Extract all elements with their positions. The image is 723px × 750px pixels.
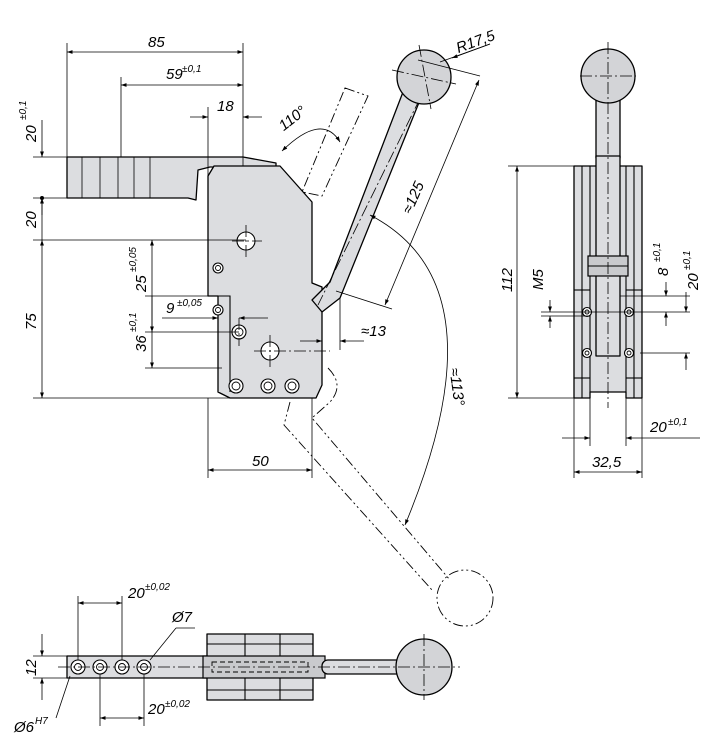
dim-length-mid-tol: ±0,1 (182, 64, 201, 75)
dim-hole-offset: 9 (166, 300, 175, 317)
dim-spacing-mid-tol: ±0,1 (682, 251, 693, 270)
dim-spacing-bottom: 20 (649, 419, 667, 436)
dim-hole-spacing-b: 36 (133, 335, 150, 352)
top-view: 20 ±0,02 Ø7 12 20 ±0,02 Ø6 H7 (13, 582, 460, 736)
dim-lever-length: ≈125 (399, 179, 428, 217)
dim-swing-angle: ≈113° (445, 367, 467, 407)
dim-pitch-bottom-tol: ±0,02 (165, 699, 190, 710)
dim-arm-thickness: 20 (23, 211, 40, 229)
lever-swung-phantom (283, 367, 494, 627)
dim-length-mid: 59 (166, 66, 183, 83)
dim-hole-offset-tol: ±0,05 (177, 298, 202, 309)
dim-length-small: 18 (217, 98, 234, 115)
dim-hole-spacing-b-tol: ±0,1 (128, 313, 139, 332)
dim-pitch-top-tol: ±0,02 (145, 582, 170, 593)
dim-body-height: 75 (23, 313, 40, 330)
front-view-dimension-lines (508, 165, 700, 478)
dim-lever-offset: ≈13 (361, 323, 387, 340)
dim-top-height: 12 (23, 659, 40, 676)
dim-pitch-top: 20 (127, 585, 145, 602)
lever-knob (396, 49, 452, 105)
hole-centerlines (232, 225, 330, 367)
dim-hole-spacing-a-tol: ±0,05 (128, 247, 139, 272)
front-body-edges (574, 166, 642, 398)
dim-length-total: 85 (148, 34, 165, 51)
dim-knob-radius: R17,5 (454, 27, 498, 57)
lever-open-phantom (301, 87, 369, 197)
clamp-body (207, 165, 323, 399)
dim-hole-dia: Ø7 (171, 609, 193, 626)
dim-spacing-bottom-tol: ±0,1 (668, 417, 687, 428)
dim-pitch-bottom: 20 (147, 701, 165, 718)
dim-spacing-mid: 20 (685, 273, 702, 291)
top-view-dimension-lines (33, 596, 195, 726)
dim-arm-height: 20 (23, 125, 40, 143)
dim-arm-height-tol: ±0,1 (18, 101, 29, 120)
front-view: 112 M5 8 ±0,1 20 ±0,1 20 ±0,1 32,5 (499, 42, 702, 478)
arm-grip-ribs (81, 157, 151, 198)
dim-spacing-small-tol: ±0,1 (652, 243, 663, 262)
dim-base-width: 50 (252, 453, 269, 470)
clamp-arm (66, 156, 277, 201)
dim-hole-spacing-a: 25 (133, 275, 150, 293)
dim-spacing-small: 8 (655, 267, 672, 276)
dim-pin-dia: Ø6 (13, 719, 35, 736)
body-step-edge (218, 295, 231, 392)
dim-thread: M5 (530, 269, 547, 290)
side-view: 85 59 ±0,1 18 110° R17,5 ≈125 20 ±0,1 20… (18, 27, 498, 627)
side-view-dimension-lines (33, 43, 491, 526)
dim-pin-fit: H7 (35, 716, 48, 727)
dim-width: 32,5 (592, 454, 622, 471)
dim-angle-open: 110° (276, 103, 310, 135)
dim-height-total: 112 (499, 267, 516, 292)
